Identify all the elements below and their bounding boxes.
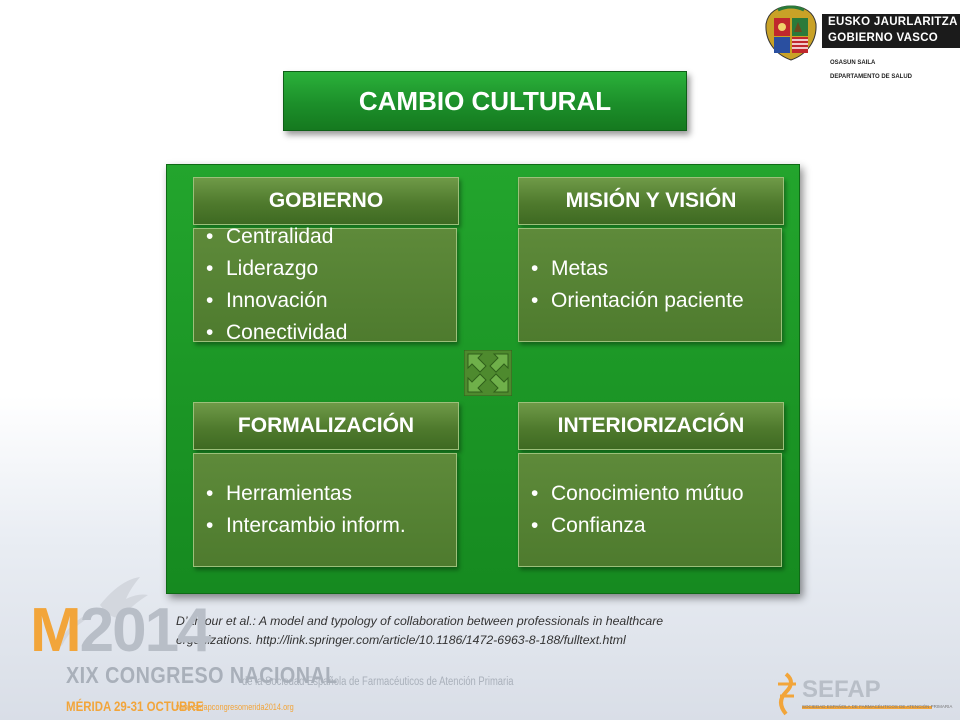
list-item: Intercambio inform.: [202, 510, 456, 542]
list-item: Liderazgo: [202, 253, 456, 285]
gobierno-vasco-name: EUSKO JAURLARITZA GOBIERNO VASCO: [822, 14, 960, 48]
quadrant-body-interiorizacion: Conocimiento mútuo Confianza: [518, 453, 782, 567]
congress-url: www.sefapcongresomerida2014.org: [176, 702, 294, 712]
congress-society: de la Sociedad Española de Farmacéuticos…: [242, 676, 514, 688]
quadrant-body-gobierno: Centralidad Liderazgo Innovación Conecti…: [193, 221, 457, 349]
citation: D’amour et al.: A model and typology of …: [176, 612, 796, 650]
list-item: Herramientas: [202, 478, 456, 510]
quadrant-heading-interiorizacion: INTERIORIZACIÓN: [518, 402, 784, 450]
congress-year-number: 2014: [79, 596, 212, 665]
list-item: Innovación: [202, 285, 456, 317]
logo-sub-2: DEPARTAMENTO DE SALUD: [830, 74, 913, 80]
list-item: Confianza: [527, 510, 781, 542]
congress-year: M2014: [30, 600, 212, 662]
quadrant-heading-formalizacion: FORMALIZACIÓN: [193, 402, 459, 450]
list-item: Metas: [527, 253, 781, 285]
four-way-arrows-icon: [464, 350, 512, 396]
sefap-tagline: SOCIEDAD ESPAÑOLA DE FARMACÉUTICOS DE AT…: [802, 704, 953, 709]
list-item: Conocimiento mútuo: [527, 478, 751, 510]
citation-line-2: organizations. http://link.springer.com/…: [176, 633, 626, 647]
gobierno-vasco-logo: EUSKO JAURLARITZA GOBIERNO VASCO OSASUN …: [764, 4, 960, 90]
logo-line-1: EUSKO JAURLARITZA: [828, 16, 958, 28]
list-item: Orientación paciente: [527, 285, 781, 317]
congress-bird-icon: [58, 577, 148, 646]
quadrant-body-formalizacion: Herramientas Intercambio inform.: [193, 453, 457, 567]
coat-of-arms-icon: [765, 5, 817, 61]
logo-sub-1: OSASUN SAILA: [830, 60, 876, 66]
congress-date: MÉRIDA 29-31 OCTUBRE: [66, 698, 204, 714]
list-item: Centralidad: [202, 221, 456, 253]
slide-title: CAMBIO CULTURAL: [283, 71, 687, 131]
quadrant-body-mision-vision: Metas Orientación paciente: [518, 228, 782, 342]
sefap-logo-icon: [778, 672, 932, 716]
citation-line-1: D’amour et al.: A model and typology of …: [176, 614, 664, 628]
list-item: Conectividad: [202, 317, 456, 349]
congress-year-m: M: [30, 596, 82, 665]
sefap-name: SEFAP: [802, 676, 881, 703]
quadrant-heading-gobierno: GOBIERNO: [193, 177, 459, 225]
quadrant-heading-mision-vision: MISIÓN Y VISIÓN: [518, 177, 784, 225]
congress-name: XIX CONGRESO NACIONAL: [66, 662, 338, 688]
logo-line-2: GOBIERNO VASCO: [828, 32, 939, 44]
